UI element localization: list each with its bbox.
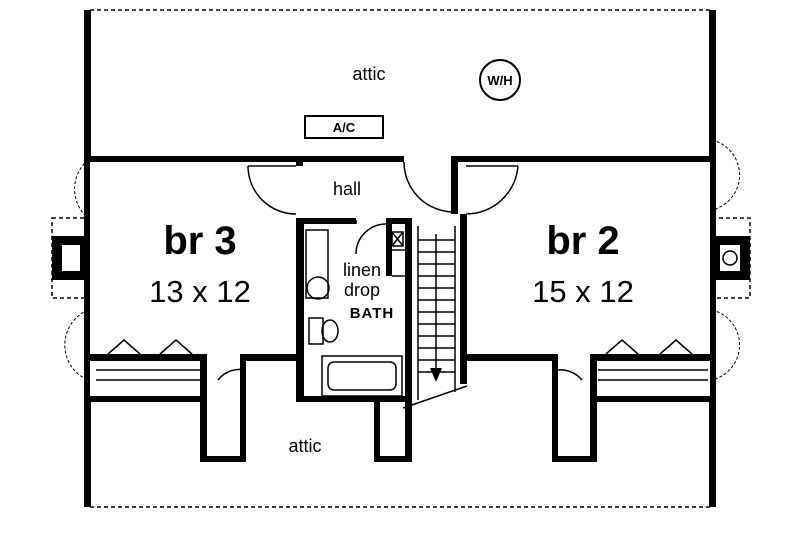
attic-top-label: attic [352, 64, 385, 84]
bath-fixtures [305, 220, 404, 397]
water-heater-label: W/H [487, 73, 512, 88]
br3-dimensions: 13 x 12 [149, 274, 251, 309]
bath-label: BATH [350, 305, 395, 322]
hall-label: hall [333, 179, 361, 199]
staircase [402, 226, 468, 409]
attic-outline [90, 9, 712, 508]
core-walls [296, 214, 467, 402]
right-dormer [711, 139, 751, 381]
ac-unit: A/C [304, 115, 384, 139]
linen-label: linen [343, 260, 381, 280]
left-dormer [51, 159, 89, 381]
ac-label: A/C [333, 120, 356, 135]
br2-dimensions: 15 x 12 [532, 274, 634, 309]
water-heater: W/H [479, 59, 521, 101]
br3-name: br 3 [163, 219, 236, 263]
hall-doors [247, 161, 519, 215]
knee-wall [84, 156, 716, 214]
br2-name: br 2 [546, 219, 619, 263]
bottom-walls [84, 339, 716, 462]
attic-bottom-label: attic [288, 436, 321, 456]
drop-label: drop [344, 280, 380, 300]
